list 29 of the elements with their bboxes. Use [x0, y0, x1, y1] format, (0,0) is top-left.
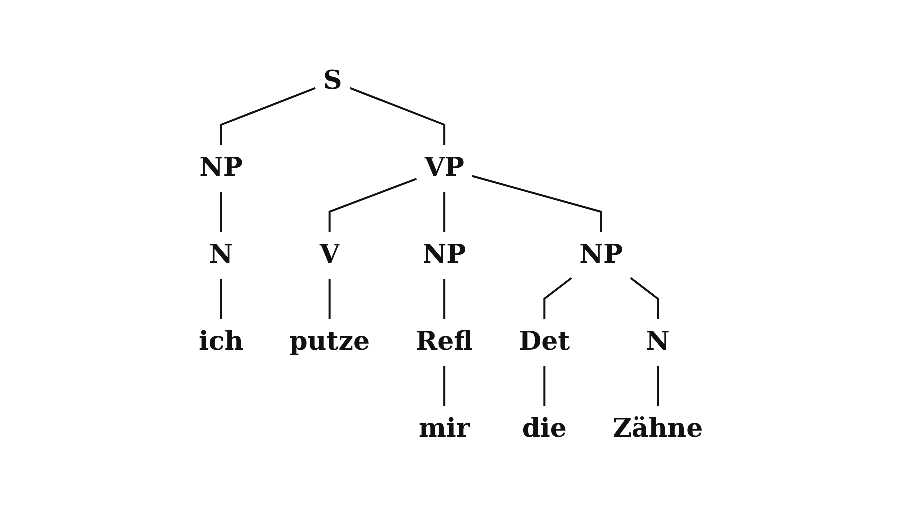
node-text: VP — [424, 152, 464, 182]
node-text: V — [320, 240, 340, 270]
node-text: ich — [198, 326, 244, 356]
connector — [443, 192, 446, 232]
connector — [544, 276, 572, 318]
node-text: mir — [418, 414, 470, 444]
connector — [656, 366, 659, 406]
connector — [220, 192, 222, 232]
connector — [630, 276, 659, 318]
node-text: Det — [519, 326, 570, 356]
node-text: NP — [200, 152, 243, 182]
node-text: N — [646, 326, 670, 356]
node-text: N — [209, 240, 234, 270]
connector — [544, 366, 546, 406]
connector — [220, 86, 316, 144]
node-text: putze — [290, 326, 370, 356]
connector — [472, 174, 602, 232]
node-text: S — [323, 66, 342, 96]
node-text: NP — [580, 240, 623, 270]
node-text: Refl — [416, 326, 474, 356]
connector — [443, 278, 446, 318]
connector — [328, 278, 331, 318]
node-text: Zähne — [612, 414, 704, 444]
connector — [443, 366, 446, 406]
node-text: NP — [422, 240, 466, 270]
connector — [350, 86, 446, 144]
node-text: die — [522, 414, 567, 444]
connector — [220, 278, 222, 318]
connector — [328, 178, 417, 232]
